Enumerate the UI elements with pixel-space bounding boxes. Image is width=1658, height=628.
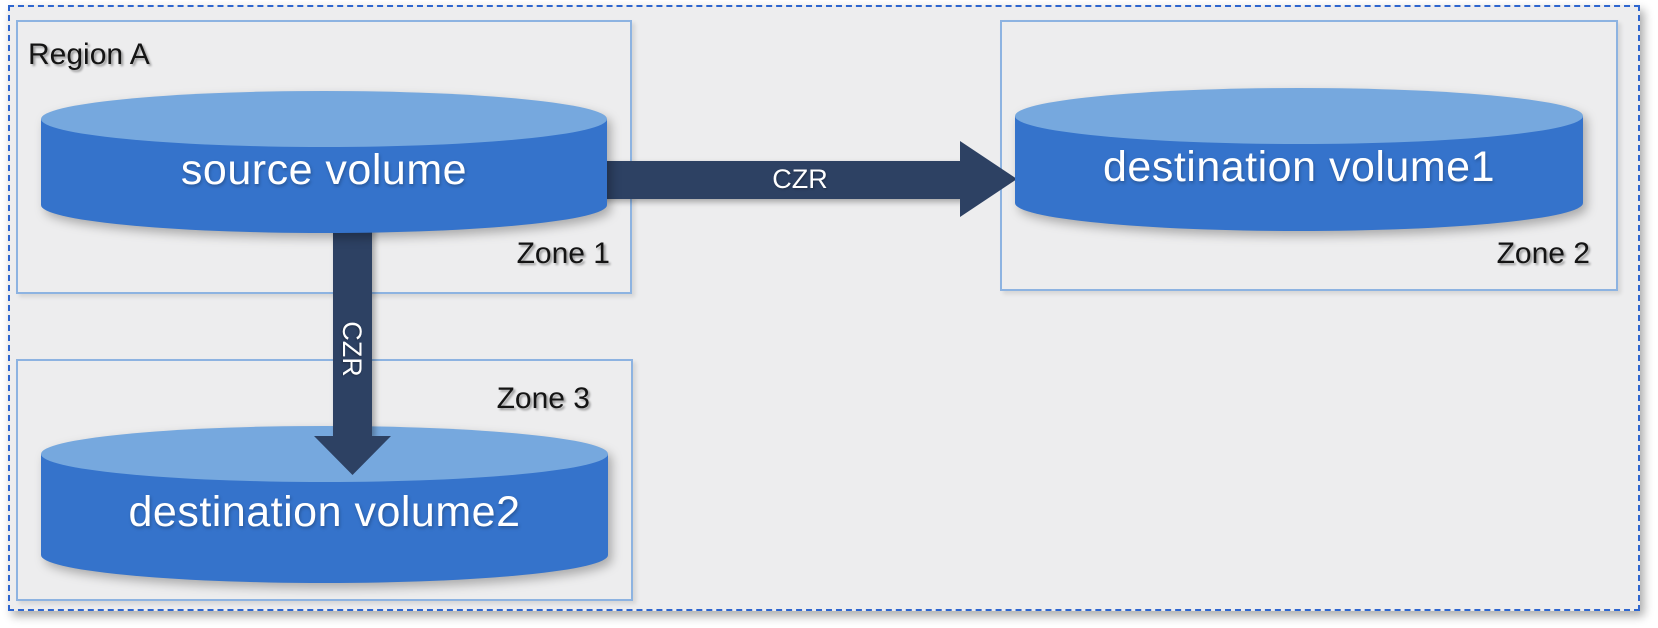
zone-3-label: Zone 3 — [496, 382, 590, 415]
zone-1-label: Zone 1 — [516, 237, 610, 270]
region-a-label: Region A — [28, 38, 150, 71]
destination-volume1-label: destination volume1 — [1103, 143, 1495, 191]
destination-volume2-cylinder: destination volume2 — [41, 426, 608, 583]
zone-3-box — [16, 359, 633, 601]
zone-2-box — [1000, 20, 1618, 291]
zone-1-box — [16, 20, 632, 294]
czr-horizontal-arrow-shaft — [590, 161, 962, 199]
source-volume-cylinder: source volume — [41, 91, 607, 233]
cylinder-top-ellipse — [41, 426, 608, 482]
czr-vertical-arrow-label: CZR — [337, 321, 367, 377]
destination-volume2-label: destination volume2 — [128, 488, 521, 536]
zone-2-label: Zone 2 — [1496, 237, 1590, 270]
cylinder-top-ellipse — [41, 91, 607, 147]
source-volume-label: source volume — [180, 145, 468, 194]
destination-volume1-cylinder: destination volume1 — [1015, 88, 1583, 231]
czr-vertical-arrow-shaft — [333, 210, 372, 436]
czr-horizontal-arrow-label: CZR — [772, 164, 828, 194]
cylinder-top-ellipse — [1015, 88, 1583, 144]
